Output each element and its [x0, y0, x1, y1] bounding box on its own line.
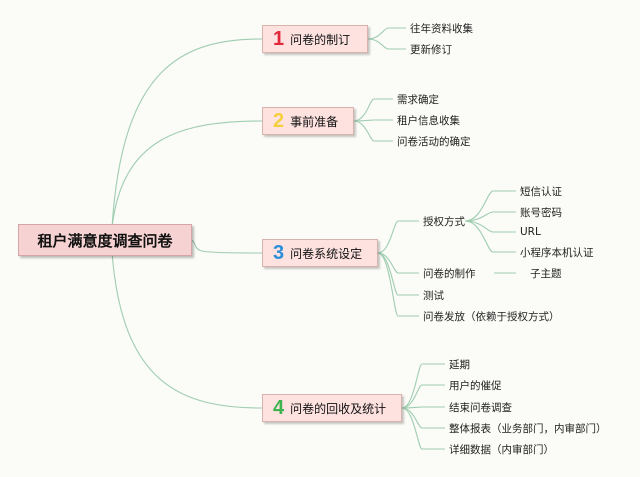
branch-number: 4	[273, 396, 285, 419]
leaf-topic[interactable]: 用户的催促	[449, 377, 502, 393]
connector-branch-leaf	[401, 407, 445, 429]
connector-branch-leaf	[377, 220, 419, 254]
branch-1-topic[interactable]: 1 问卷的制订	[262, 25, 368, 53]
connector-branch-leaf	[367, 27, 406, 40]
connector-branch-leaf	[464, 190, 516, 222]
leaf-label: 详细数据（内审部门）	[449, 443, 554, 456]
leaf-topic[interactable]: 问卷活动的确定	[397, 133, 471, 149]
leaf-topic[interactable]: 问卷的制作	[423, 265, 476, 281]
leaf-topic[interactable]: 整体报表（业务部门，内审部门）	[449, 420, 607, 436]
connector-branch-leaf	[377, 252, 419, 317]
leaf-topic[interactable]: 需求确定	[397, 91, 439, 107]
branch-label: 问卷的制订	[290, 32, 351, 47]
subleaf-topic[interactable]: 小程序本机认证	[520, 244, 594, 260]
subleaf-topic[interactable]: URL	[520, 224, 541, 240]
branch-number: 1	[273, 27, 285, 50]
root-topic[interactable]: 租户满意度调查问卷	[18, 224, 192, 256]
connector-branch-leaf	[353, 120, 393, 142]
connector-branch-leaf	[353, 119, 393, 122]
leaf-label: 授权方式	[423, 215, 465, 228]
leaf-topic[interactable]: 租户信息收集	[397, 112, 460, 128]
branch-number: 3	[273, 241, 285, 264]
leaf-label: 问卷活动的确定	[397, 135, 471, 148]
leaf-label: 短信认证	[520, 185, 562, 198]
branch-3-topic[interactable]: 3 问卷系统设定	[262, 239, 378, 267]
connector-root-branch	[111, 38, 263, 229]
leaf-label: 需求确定	[397, 93, 439, 106]
connector-branch-leaf	[464, 220, 516, 233]
leaf-label: 测试	[423, 289, 444, 302]
branch-number: 2	[273, 109, 285, 132]
connector-branch-leaf	[401, 363, 445, 409]
leaf-topic[interactable]: 更新修订	[410, 41, 452, 57]
leaf-label: 子主题	[530, 267, 562, 280]
connector-branch-leaf	[401, 406, 445, 409]
branch-label: 问卷系统设定	[290, 246, 363, 261]
leaf-topic[interactable]: 测试	[423, 287, 444, 303]
leaf-label: 小程序本机认证	[520, 246, 594, 259]
connector-branch-leaf	[353, 98, 393, 122]
connector-branch-leaf	[367, 38, 406, 50]
connector-root-branch	[191, 239, 263, 254]
leaf-label: URL	[520, 226, 541, 238]
leaf-label: 结束问卷调查	[449, 401, 512, 414]
leaf-label: 问卷的制作	[423, 267, 476, 280]
leaf-topic[interactable]: 结束问卷调查	[449, 399, 512, 415]
leaf-label: 租户信息收集	[397, 114, 460, 127]
connector-branch-leaf	[377, 252, 419, 274]
leaf-topic[interactable]: 问卷发放（依赖于授权方式）	[423, 308, 560, 324]
leaf-label: 用户的催促	[449, 379, 502, 392]
leaf-label: 整体报表（业务部门，内审部门）	[449, 422, 607, 435]
connector-branch-leaf	[464, 220, 516, 253]
connector-branch-leaf	[401, 407, 445, 450]
leaf-label: 往年资料收集	[410, 22, 473, 35]
leaf-label: 问卷发放（依赖于授权方式）	[423, 310, 560, 323]
leaf-label: 延期	[449, 358, 470, 371]
connector-root-branch	[111, 251, 263, 409]
branch-4-topic[interactable]: 4 问卷的回收及统计	[262, 394, 402, 422]
branch-label: 事前准备	[290, 114, 339, 129]
leaf-topic[interactable]: 详细数据（内审部门）	[449, 441, 554, 457]
branch-2-topic[interactable]: 2 事前准备	[262, 107, 354, 135]
connector-branch-leaf	[401, 384, 445, 409]
root-title: 租户满意度调查问卷	[37, 231, 173, 250]
connector-branch-leaf	[464, 211, 516, 222]
subleaf-topic[interactable]: 子主题	[530, 265, 562, 281]
leaf-label: 更新修订	[410, 43, 452, 56]
connector-root-branch	[111, 120, 263, 229]
leaf-topic[interactable]: 往年资料收集	[410, 20, 473, 36]
branch-label: 问卷的回收及统计	[290, 401, 387, 416]
subleaf-topic[interactable]: 短信认证	[520, 183, 562, 199]
leaf-topic[interactable]: 授权方式	[423, 213, 465, 229]
leaf-label: 账号密码	[520, 206, 562, 219]
leaf-topic[interactable]: 延期	[449, 356, 470, 372]
subleaf-topic[interactable]: 账号密码	[520, 204, 562, 220]
